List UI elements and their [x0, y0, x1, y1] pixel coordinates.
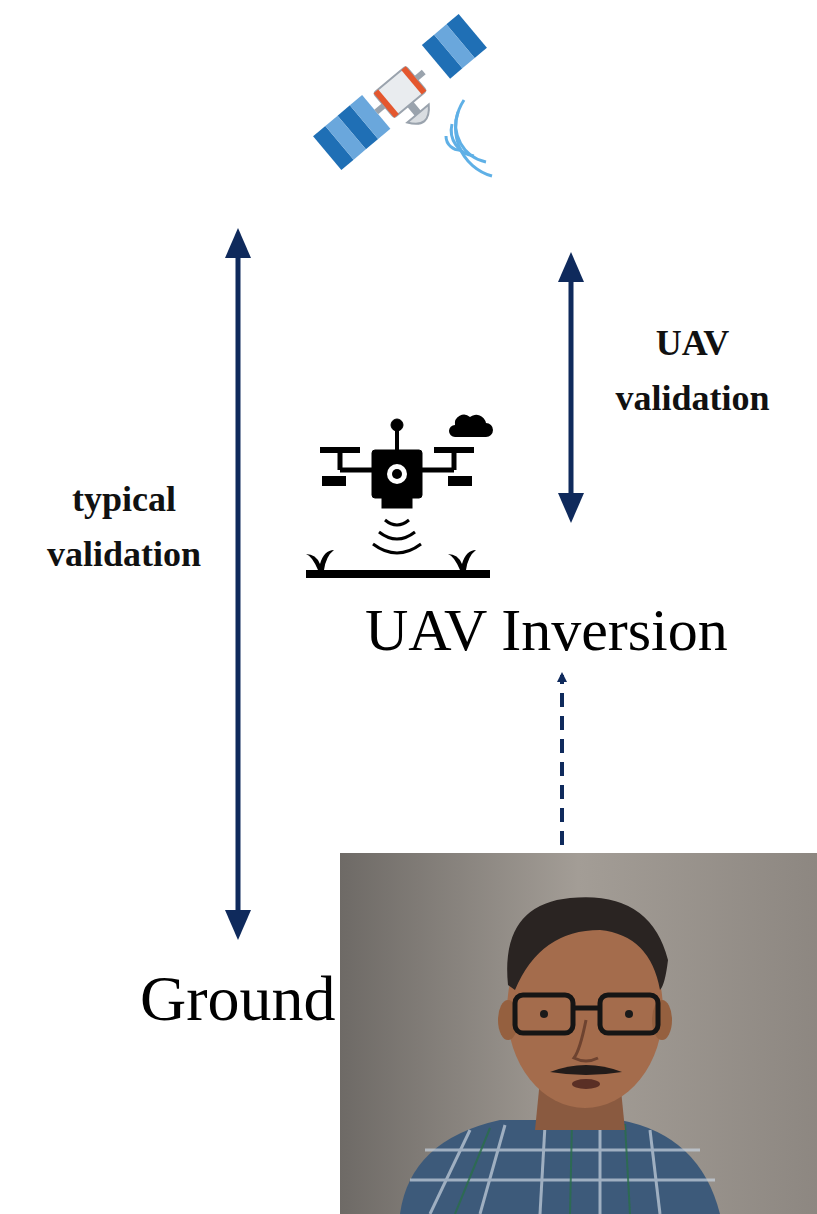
ground-node: Ground: [140, 962, 620, 1040]
typical-validation-arrow: [225, 228, 251, 940]
label-box: UAV validation: [585, 316, 800, 426]
arrow-label: typical validation: [18, 472, 230, 582]
label-box: typical validation: [18, 472, 230, 582]
satellite-icon: [313, 14, 497, 182]
signal-waves: [446, 100, 492, 176]
inversion-node: UAV Inversion: [365, 596, 810, 669]
node-text: UAV Inversion: [365, 596, 728, 665]
node-text: Ground: [140, 962, 336, 1036]
arrow-label: UAV validation: [585, 316, 800, 426]
uav-validation-arrow: [558, 252, 584, 523]
drone-icon: [306, 415, 493, 578]
